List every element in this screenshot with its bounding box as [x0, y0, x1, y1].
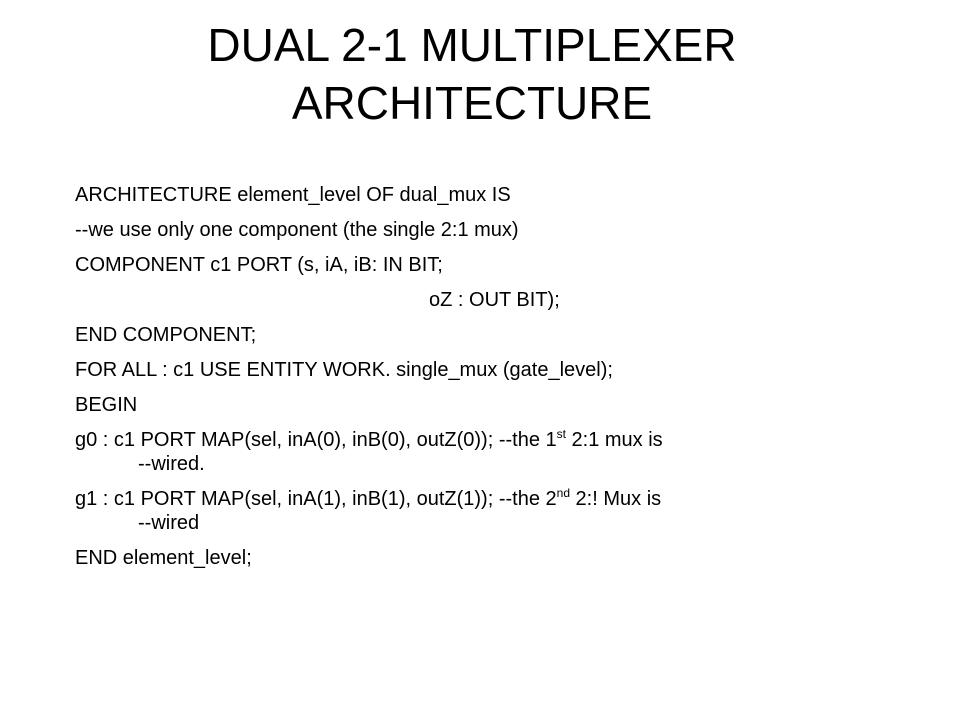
code-line-g0: g0 : c1 PORT MAP(sel, inA(0), inB(0), ou… [75, 428, 935, 476]
code-line-g1-sup: nd [556, 486, 570, 500]
code-line-g0-continuation: --wired. [138, 453, 205, 475]
code-line-g0-main: g0 : c1 PORT MAP(sel, inA(0), inB(0), ou… [75, 429, 557, 451]
slide-title-line-1: DUAL 2-1 MULTIPLEXER [207, 19, 737, 71]
code-line-end-architecture: END element_level; [75, 547, 252, 569]
code-line-port-out: oZ : OUT BIT); [429, 289, 560, 311]
code-line-g1-main: g1 : c1 PORT MAP(sel, inA(1), inB(1), ou… [75, 488, 557, 510]
code-line-component: COMPONENT c1 PORT (s, iA, iB: IN BIT; [75, 254, 443, 276]
code-line-g0-sup: st [556, 427, 566, 441]
slide-title-line-2: ARCHITECTURE [291, 77, 653, 129]
code-line-for-all: FOR ALL : c1 USE ENTITY WORK. single_mux… [75, 359, 613, 381]
slide-title: DUAL 2-1 MULTIPLEXER ARCHITECTURE [0, 16, 944, 132]
code-line-end-component: END COMPONENT; [75, 324, 257, 346]
code-line-begin: BEGIN [75, 394, 138, 416]
code-block: ARCHITECTURE element_level OF dual_mux I… [75, 183, 935, 581]
code-line-g1: g1 : c1 PORT MAP(sel, inA(1), inB(1), ou… [75, 487, 935, 535]
code-line-architecture: ARCHITECTURE element_level OF dual_mux I… [75, 184, 511, 206]
code-line-g1-tail: 2:! Mux is [570, 488, 662, 510]
code-line-g1-continuation: --wired [138, 512, 200, 534]
code-line-comment: --we use only one component (the single … [75, 219, 519, 241]
code-line-g0-tail: 2:1 mux is [565, 429, 663, 451]
